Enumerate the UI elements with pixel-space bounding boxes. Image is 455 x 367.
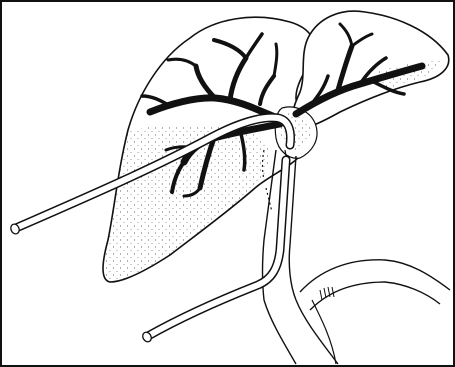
liver-biliary-illustration [0,0,455,367]
illustration-figure [0,0,455,367]
